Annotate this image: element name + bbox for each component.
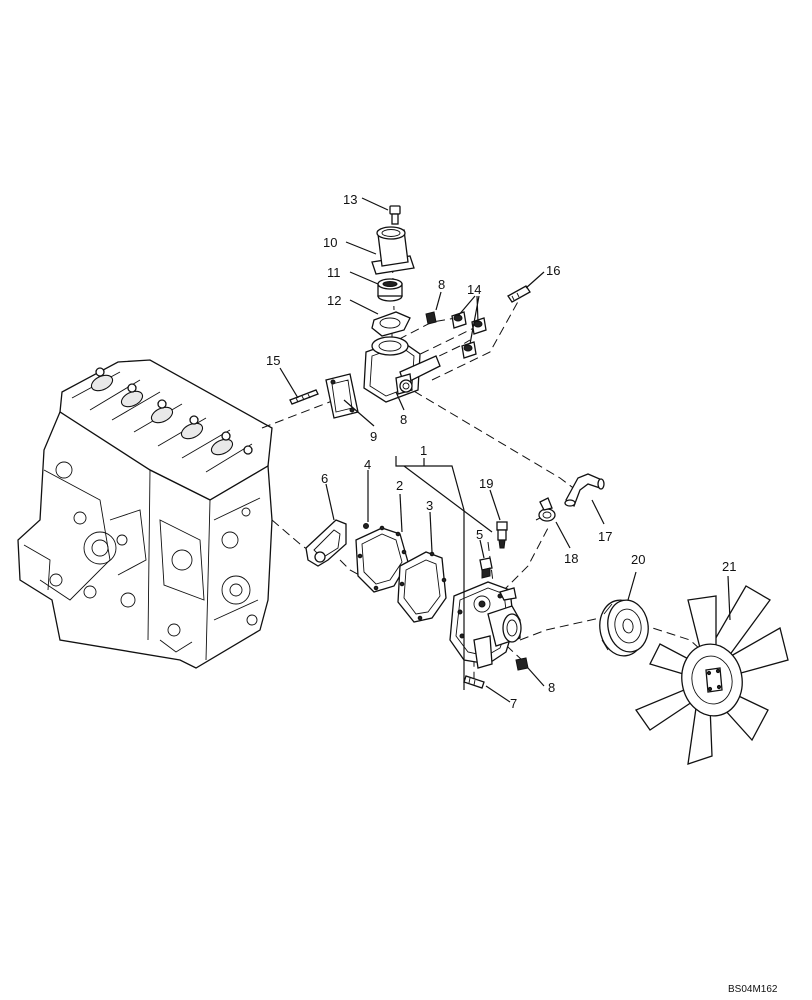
callout-16: 15 xyxy=(266,353,280,368)
fan-22 xyxy=(635,585,789,765)
nut-8-upper xyxy=(425,311,437,325)
callout-15: 14 xyxy=(467,282,481,297)
water-flange-9 xyxy=(363,336,441,403)
nuts-15 xyxy=(451,311,487,359)
callout-3: 3 xyxy=(426,498,433,513)
callout-8-lower: 8 xyxy=(548,680,555,695)
callout-22: 21 xyxy=(722,559,736,574)
callout-1: 1 xyxy=(420,443,427,458)
nut-8-lower xyxy=(515,657,529,671)
gasket-10 xyxy=(325,373,359,419)
bolt-17 xyxy=(507,285,531,303)
thermostat-cover-11 xyxy=(371,226,415,275)
callout-9: 8 xyxy=(400,412,407,427)
callout-19: 18 xyxy=(564,551,578,566)
callout-21: 20 xyxy=(631,552,645,567)
callout-6: 6 xyxy=(321,471,328,486)
callout-11: 10 xyxy=(323,235,337,250)
clamp-19 xyxy=(538,497,556,522)
gasket-13 xyxy=(371,311,411,337)
callout-12: 11 xyxy=(327,265,341,280)
gasket-4 xyxy=(355,523,409,593)
gasket-3 xyxy=(397,551,447,623)
pulley-21 xyxy=(599,599,649,657)
drawing-code: BS04M162 xyxy=(728,984,778,995)
callout-14: 13 xyxy=(343,192,357,207)
stud-7 xyxy=(463,675,485,689)
leader-lines xyxy=(279,197,731,703)
water-pump-1 xyxy=(449,581,522,669)
plug-5 xyxy=(479,557,493,579)
engine-block xyxy=(17,359,273,669)
callout-10: 9 xyxy=(370,429,377,444)
temp-sender-20 xyxy=(496,521,508,549)
thermostat-12 xyxy=(377,278,403,302)
callout-5: 5 xyxy=(476,527,483,542)
hose-18 xyxy=(564,473,605,508)
callouts: 13 10 11 12 8 14 16 15 8 9 1 4 2 3 6 5 1… xyxy=(266,192,736,711)
bolt-14 xyxy=(389,205,401,225)
callout-2: 2 xyxy=(396,478,403,493)
callout-13: 12 xyxy=(327,293,341,308)
stud-16 xyxy=(289,389,319,405)
callout-20: 19 xyxy=(479,476,493,491)
callout-8-upper: 8 xyxy=(438,277,445,292)
callout-7: 7 xyxy=(510,696,517,711)
callout-18: 17 xyxy=(598,529,612,544)
callout-4: 4 xyxy=(364,457,371,472)
callout-17: 16 xyxy=(546,263,560,278)
gasket-6 xyxy=(305,519,347,567)
